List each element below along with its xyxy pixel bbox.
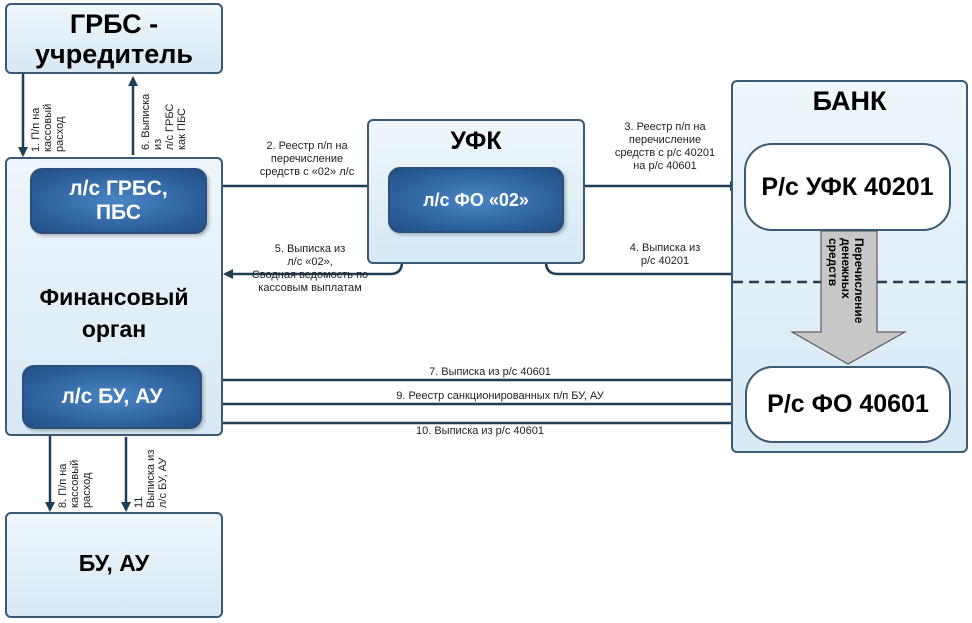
flow-7-label: 7. Выписка из р/с 40601 xyxy=(429,366,551,378)
flow-8-label: 8. П/п на кассовый расход xyxy=(57,459,93,508)
grbs-founder-title: ГРБС - учредитель xyxy=(35,9,193,69)
transfer-funds-label: Перечисление денежных средств xyxy=(826,238,866,324)
flow-4-label: 4. Выписка из р/с 40201 xyxy=(629,242,701,267)
bu-au-title: БУ, АУ xyxy=(78,550,150,576)
flow-1-label: 1. П/п на кассовый расход xyxy=(30,103,66,152)
account-rs-ufk-40201[interactable]: Р/с УФК 40201 xyxy=(744,143,951,231)
account-fo-02[interactable]: л/с ФО «02» xyxy=(388,167,564,233)
flow-3-label: 3. Реестр п/п на перечисление средств с … xyxy=(614,121,716,172)
flow-9-label: 9. Реестр санкционированных п/п БУ, АУ xyxy=(396,390,604,402)
account-grbs-pbs[interactable]: л/с ГРБС, ПБС xyxy=(30,168,207,234)
flow-2-label: 2. Реестр п/п на перечисление средств с … xyxy=(259,140,355,178)
financial-authority-title: Финансовый орган xyxy=(39,284,189,342)
flow-6-label: 6. Выписка из л/с ГРБС как ПБС xyxy=(140,93,188,150)
account-rs-fo-40601[interactable]: Р/с ФО 40601 xyxy=(745,366,951,443)
flow-11-label: 11 Выписка из л/с БУ, АУ xyxy=(133,449,169,508)
account-bu-au[interactable]: л/с БУ, АУ xyxy=(22,365,202,429)
transfer-arrow-icon xyxy=(790,230,907,365)
grbs-founder-node: ГРБС - учредитель xyxy=(5,3,223,74)
flow-5-label: 5. Выписка из л/с «02», Сводная ведомост… xyxy=(251,243,369,294)
bank-title: БАНК xyxy=(812,86,887,116)
ufk-title: УФК xyxy=(450,127,502,155)
bu-au-node: БУ, АУ xyxy=(5,512,223,618)
flow-10-label: 10. Выписка из р/с 40601 xyxy=(416,425,544,437)
